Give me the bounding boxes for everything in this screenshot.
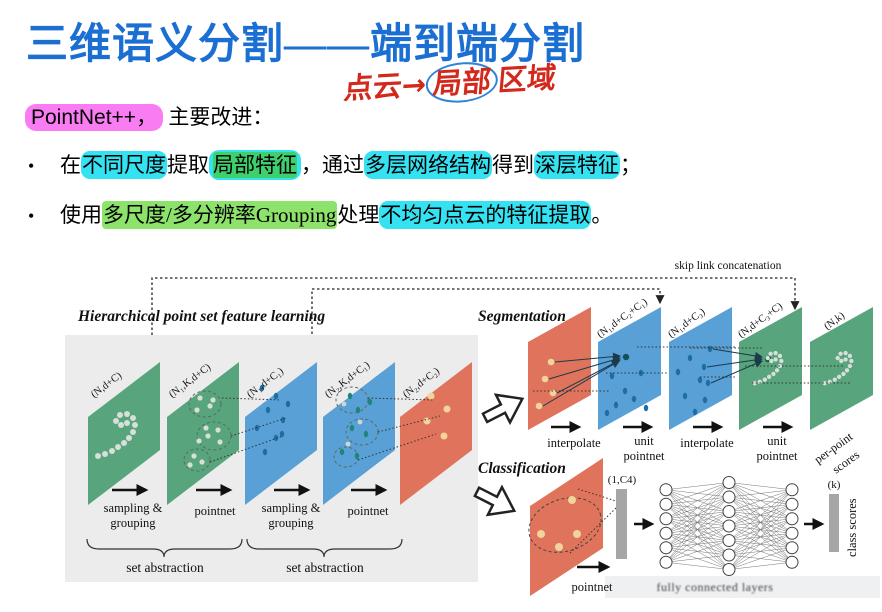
b1-highlight-green: 局部特征: [213, 152, 297, 178]
segmentation-title: Segmentation: [478, 308, 566, 325]
projection-lines: [209, 397, 441, 463]
op-label: interpolate: [547, 436, 601, 450]
b2-plain: 。: [591, 203, 613, 227]
slide-title: 三维语义分割——端到端分割: [26, 22, 586, 68]
interpolated-point: [622, 353, 630, 361]
bullet-marker: •: [28, 156, 35, 176]
op-label: pointnet: [572, 580, 613, 594]
classification-title: Classification: [478, 460, 566, 477]
seg-plane-1: [598, 307, 661, 430]
brace: [246, 538, 403, 558]
set-abstraction-label: set abstraction: [286, 560, 364, 575]
intro-line: PointNet++， 主要改进：: [25, 101, 273, 131]
op-label: pointnet: [624, 449, 665, 463]
seg-plane2-points: [675, 345, 713, 416]
seg-plane1-points: [604, 369, 649, 417]
op-label: interpolate: [680, 436, 734, 450]
interpolate-lines-1: [542, 352, 621, 407]
fc-layers-label: fully connected layers: [657, 580, 774, 594]
plane-sa2-out: [400, 362, 472, 505]
cls-input-dim: (1,C4): [608, 474, 637, 486]
b1-plain: 得到: [492, 153, 534, 177]
classification-branch-arrow: [473, 484, 517, 517]
b2-plain: 使用: [60, 203, 102, 227]
op-label: unit: [634, 434, 654, 448]
op-label: grouping: [268, 516, 314, 530]
b1-plain: ；: [620, 153, 641, 177]
class-scores-label: class scores: [845, 498, 859, 557]
sa2-points: [423, 392, 451, 440]
seg-plane-input: [528, 307, 591, 430]
b1-callout: 局部特征: [209, 150, 301, 180]
plane-grouped-1: [167, 362, 239, 505]
skip-link-outer: [151, 277, 800, 370]
plane-grouped-2: [323, 362, 395, 505]
interpolate-lines-2: [706, 348, 763, 384]
bullet-marker: •: [28, 206, 35, 226]
op-label: pointnet: [348, 504, 389, 518]
cls-points: [537, 496, 581, 551]
b2-plain: 处理: [337, 203, 380, 227]
seg-plane-3: [739, 307, 802, 430]
plane-input: [88, 362, 160, 505]
hierarchical-title: Hierarchical point set feature learning: [77, 308, 325, 325]
intro-rest: 主要改进：: [168, 105, 274, 129]
cls-projection: [577, 488, 617, 502]
cls-plane: [530, 458, 603, 596]
op-label: sampling &: [262, 501, 321, 515]
op-label: sampling &: [104, 501, 163, 515]
b1-highlight-cyan: 多层网络结构: [364, 151, 492, 179]
seg-input-points: [535, 358, 557, 410]
op-label: pointnet: [757, 449, 798, 463]
b1-highlight-cyan: 深层特征: [534, 151, 620, 179]
op-label: unit: [767, 434, 787, 448]
feature-vector-bar: [616, 489, 627, 559]
b1-plain: 在: [60, 153, 81, 177]
skip-link-inner: [311, 288, 665, 364]
b1-plain: 提取: [167, 153, 209, 177]
seg-plane-4: [810, 307, 873, 430]
bullet-1: • 在不同尺度提取局部特征，通过多层网络结构得到深层特征；: [28, 149, 641, 180]
brace: [86, 538, 243, 558]
b2-highlight-cyan: 不均匀点云的特征提取: [379, 201, 592, 229]
unit-pointnet-links: [533, 346, 852, 392]
class-scores-bar: [829, 494, 839, 552]
set-abstraction-label: set abstraction: [126, 560, 204, 575]
fully-connected-network: [659, 476, 799, 576]
pointnet-highlight: PointNet++，: [25, 104, 164, 131]
grouping-clusters-2: [333, 386, 379, 468]
cls-output-dim: (k): [828, 479, 841, 491]
skip-link-label: skip link concatenation: [675, 260, 782, 272]
b1-highlight-cyan: 不同尺度: [81, 151, 167, 179]
seg-plane-2: [669, 307, 732, 430]
b2-highlight-green: 多尺度/多分辨率Grouping: [102, 201, 338, 229]
op-label: grouping: [110, 516, 156, 530]
bullet-2: • 使用多尺度/多分辨率Grouping处理不均匀点云的特征提取。: [28, 199, 612, 229]
segmentation-branch-arrow: [481, 393, 525, 426]
fc-label-strip: [605, 576, 880, 598]
b1-plain: ，通过: [301, 153, 364, 177]
op-label: pointnet: [195, 504, 236, 518]
